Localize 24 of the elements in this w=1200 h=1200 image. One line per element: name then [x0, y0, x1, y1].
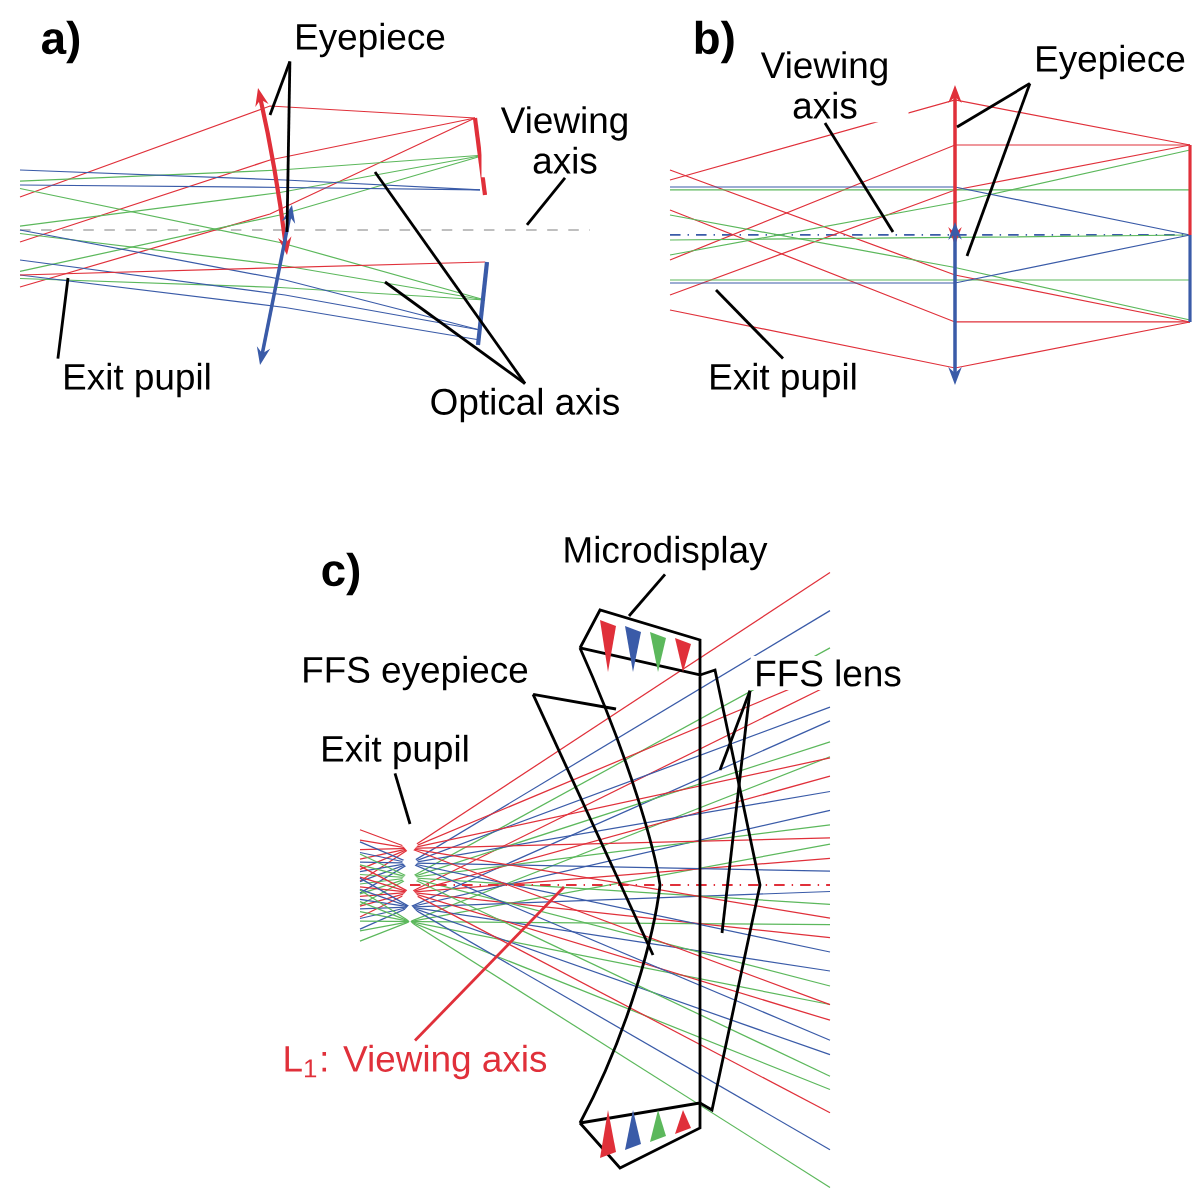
- leader-line: [532, 693, 617, 711]
- callout-label: Eyepiece: [1030, 41, 1190, 83]
- leader-line: [965, 82, 1032, 257]
- callout-label: Exit pupil: [316, 731, 474, 773]
- panel-label: c): [322, 552, 360, 596]
- callout-label: FFS eyepiece: [297, 652, 533, 694]
- leader-line: [414, 886, 565, 1042]
- leader-line: [627, 573, 667, 617]
- leader-line: [531, 693, 655, 956]
- callout-label: Exit pupil: [58, 359, 216, 401]
- callout-label: FFS lens: [750, 655, 906, 691]
- callout-label: Optical axis: [426, 384, 624, 426]
- leader-line: [393, 773, 412, 825]
- callout-label: Eyepiece: [290, 19, 450, 61]
- callout-label: L$_{1}$: Viewing axis: [279, 1041, 552, 1083]
- panel-label: a): [42, 20, 80, 64]
- leader-line: [956, 82, 1031, 129]
- panel-label: b): [695, 20, 734, 64]
- callout-label: Microdisplay: [558, 532, 772, 574]
- leader-line: [720, 690, 752, 934]
- callout-label: Viewing axis: [741, 47, 909, 123]
- leader-line: [823, 122, 895, 233]
- callout-label: Exit pupil: [704, 359, 862, 401]
- leader-line: [715, 289, 784, 360]
